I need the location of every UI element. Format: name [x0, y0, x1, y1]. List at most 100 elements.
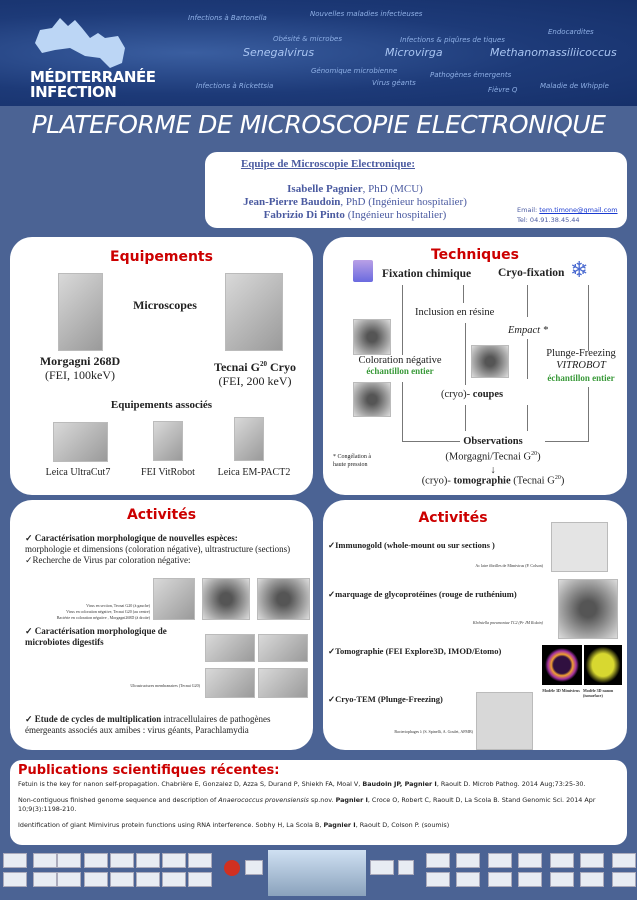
microscopes-label: Microscopes	[133, 298, 197, 312]
ff-logo-icon	[224, 860, 240, 876]
arrow-line	[402, 285, 403, 355]
section-photo	[471, 345, 509, 378]
publication: Identification of giant Mimivirus protei…	[18, 821, 450, 829]
team-heading: Equipe de Microscopie Electronique:	[240, 158, 415, 170]
activites-heading: Activités	[418, 510, 488, 526]
bacteria-negative-photo	[257, 578, 310, 620]
virus-negative-photo	[202, 578, 250, 620]
arrow-line	[527, 339, 528, 379]
mediterranean-map-logo-icon	[35, 18, 125, 68]
associated-label: Equipements associés	[110, 399, 213, 411]
page-title: PLATEFORME DE MICROSCOPIE ELECTRONIQUE	[31, 110, 606, 139]
activites-left-panel: Activités ✓ Caractérisation morphologiqu…	[10, 500, 313, 750]
empact-photo	[234, 417, 264, 461]
activity-item: ✓Cryo-TEM (Plunge-Freezing)	[328, 694, 443, 704]
contact: Email: tem.timone@gmail.com Tel: 04.91.3…	[517, 206, 618, 224]
empact: Empact *	[508, 325, 548, 336]
caption: Bacteriophages λ (S. Spinelli, A. Goulet…	[394, 729, 473, 734]
cryo-fixation: Cryo-fixation	[498, 267, 565, 279]
caption: Ac laire fibrilles de Mimivirus (P. Cols…	[475, 563, 543, 568]
banner-tag: Infections & piqûres de tiques	[400, 36, 505, 44]
flask-icon	[353, 260, 373, 282]
activity-item: ✓marquage de glycoprotéines (rouge de ru…	[328, 589, 517, 599]
caption: Modèle 3D Mimivirus	[542, 688, 580, 693]
virus-section-photo	[153, 578, 195, 620]
arrow-line	[588, 285, 589, 351]
virus-photo	[353, 319, 391, 355]
snowflake-icon: ❄	[570, 257, 589, 282]
publications-heading: Publications scientifiques récentes:	[18, 763, 280, 778]
banner-tag: Génomique microbienne	[311, 67, 398, 75]
arrow-line	[402, 441, 460, 442]
associated-item: Leica EM-PACT2	[217, 467, 291, 478]
arrow-line	[465, 405, 466, 431]
publication: Fetuin is the key for nanon self-propaga…	[18, 780, 586, 788]
banner-tag: Infections à Bartonella	[188, 14, 267, 22]
morgagni-photo	[58, 273, 103, 351]
building-photo	[268, 850, 366, 896]
banner-tag: Infections à Rickettsia	[196, 82, 274, 90]
partner-logos	[0, 850, 637, 900]
vitrobot-photo	[153, 421, 183, 461]
tecnai-photo	[225, 273, 283, 351]
equipements-heading: Equipements	[110, 249, 213, 265]
arrow-line	[527, 285, 528, 317]
footnote: * Congélation à haute pression	[333, 454, 371, 468]
arrow-line	[588, 387, 589, 442]
banner-tag: Fièvre Q	[488, 86, 518, 94]
morgagni-label: Morgagni 268D(FEI, 100keV)	[39, 354, 121, 382]
inclusion-resine: Inclusion en résine	[415, 307, 495, 318]
activites-heading: Activités	[126, 507, 197, 523]
arrow-line	[527, 405, 528, 431]
associated-item: FEI VitRobot	[141, 467, 195, 478]
banner-tag: Maladie de Whipple	[540, 82, 609, 90]
coupes: (cryo)- coupes	[441, 389, 504, 400]
banner-tag: Pathogènes émergents	[430, 71, 512, 79]
banner-tag: Senegalvirus	[243, 46, 315, 59]
microbiote-photo	[258, 634, 308, 662]
banner-tag: Methanomassiliicoccus	[490, 46, 617, 59]
activity-item: ✓ Caractérisation morphologique de nouve…	[25, 533, 291, 565]
publication: Non-contiguous finished genome sequence …	[18, 796, 596, 813]
techniques-heading: Techniques	[430, 247, 520, 263]
microbiote-photo	[258, 668, 308, 698]
banner-tag: Virus géants	[372, 79, 416, 87]
nanon-3d-model	[584, 645, 622, 685]
glycoprotein-photo	[558, 579, 618, 639]
mimivirus-3d-model	[542, 645, 582, 685]
ultracut-photo	[53, 422, 108, 462]
caption: Ultrastructures membranaires (Tecnai G20…	[130, 683, 200, 688]
team-member: Isabelle Pagnier, PhD (MCU)	[287, 183, 423, 195]
banner-tag: Obésité & microbes	[273, 35, 342, 43]
caption: Klebsiella pneumoniae TC2 (Pr JM Rolain)	[472, 620, 543, 625]
cryo-tem-photo	[476, 692, 533, 750]
caption: Virus en section, Tecnai G20 (à gauche)V…	[56, 603, 150, 620]
team-member: Jean-Pierre Baudoin, PhD (Ingénieur hosp…	[243, 196, 467, 208]
bacteria-photo	[353, 382, 391, 417]
email-link[interactable]: tem.timone@gmail.com	[539, 206, 618, 214]
publications-panel: Publications scientifiques récentes: Fet…	[10, 760, 627, 845]
microbiote-photo	[205, 668, 255, 698]
banner-tag: Nouvelles maladies infectieuses	[310, 10, 423, 18]
tomographie: (cryo)- tomographie (Tecnai G20)	[421, 475, 565, 487]
observations: Observations(Morgagni/Tecnai G20)↓	[445, 436, 541, 476]
equipements-panel: Equipements Microscopes Morgagni 268D(FE…	[10, 237, 313, 495]
activity-item: ✓Immunogold (whole-mount ou sur sections…	[328, 540, 495, 550]
arrow-line	[463, 285, 464, 303]
fixation-chimique: Fixation chimique	[382, 268, 472, 280]
activites-right-panel: Activités ✓Immunogold (whole-mount ou su…	[323, 500, 627, 750]
caption: Modèle 3D nanon (isosurface)	[583, 688, 614, 698]
phone: Tel: 04.91.38.45.44	[517, 216, 580, 224]
banner-tag: Endocardites	[548, 28, 594, 36]
immunogold-photo	[551, 522, 608, 572]
team-box: Equipe de Microscopie Electronique: Isab…	[205, 152, 627, 228]
microbiote-photo	[205, 634, 255, 662]
banner-tag: Microvirga	[385, 46, 443, 59]
associated-item: Leica UltraCut7	[45, 467, 111, 478]
activity-item: ✓Tomographie (FEI Explore3D, IMOD/Etomo)	[328, 646, 502, 656]
team-members: Isabelle Pagnier, PhD (MCU) Jean-Pierre …	[205, 183, 505, 222]
